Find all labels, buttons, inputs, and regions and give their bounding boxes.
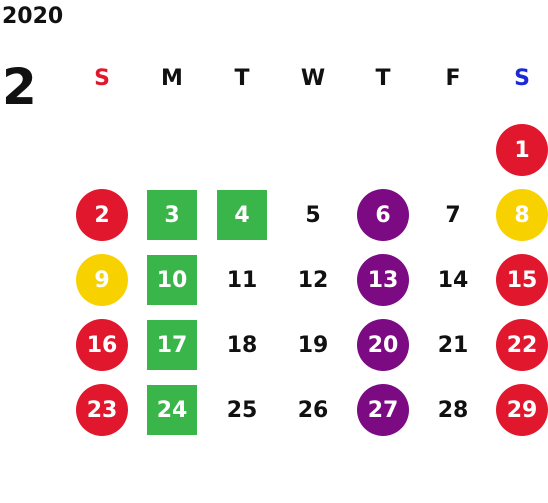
day-18[interactable]: 18 [226,332,258,358]
day-26[interactable]: 26 [297,397,329,423]
day-6[interactable]: 6 [357,189,409,241]
day-24[interactable]: 24 [147,385,197,435]
day-5[interactable]: 5 [305,202,321,228]
day-13[interactable]: 13 [357,254,409,306]
day-14[interactable]: 14 [437,267,469,293]
day-12[interactable]: 12 [297,267,329,293]
day-20[interactable]: 20 [357,319,409,371]
day-19[interactable]: 19 [297,332,329,358]
day-9[interactable]: 9 [76,254,128,306]
weekday-thu: T [375,66,391,91]
day-29[interactable]: 29 [496,384,548,436]
day-27[interactable]: 27 [357,384,409,436]
day-17[interactable]: 17 [147,320,197,370]
day-28[interactable]: 28 [437,397,469,423]
weekday-sat: S [514,66,530,91]
year-label: 2020 [2,4,64,29]
day-4[interactable]: 4 [217,190,267,240]
day-3[interactable]: 3 [147,190,197,240]
day-11[interactable]: 11 [226,267,258,293]
weekday-mon: M [161,66,183,91]
day-1[interactable]: 1 [496,124,548,176]
weekday-wed: W [300,66,326,91]
day-2[interactable]: 2 [76,189,128,241]
day-22[interactable]: 22 [496,319,548,371]
weekday-fri: F [445,66,461,91]
day-23[interactable]: 23 [76,384,128,436]
day-8[interactable]: 8 [496,189,548,241]
day-16[interactable]: 16 [76,319,128,371]
day-25[interactable]: 25 [226,397,258,423]
weekday-tue: T [234,66,250,91]
weekday-sun: S [94,66,110,91]
month-number: 2 [2,58,37,116]
day-21[interactable]: 21 [437,332,469,358]
day-15[interactable]: 15 [496,254,548,306]
day-10[interactable]: 10 [147,255,197,305]
day-7[interactable]: 7 [445,202,461,228]
